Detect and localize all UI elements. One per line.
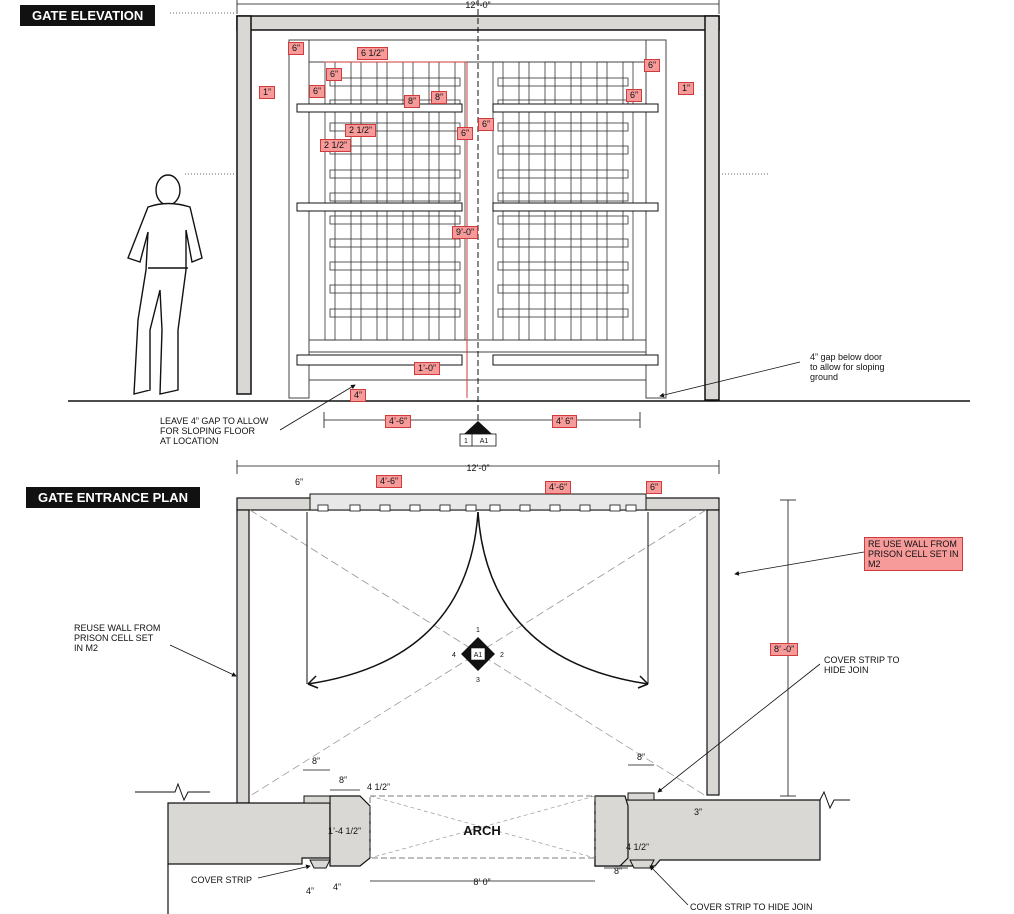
tag-6-top-left: 6”	[288, 42, 305, 55]
scale-figure	[127, 174, 203, 395]
marker-ref: A1	[480, 438, 489, 445]
plan-dim-8-left2: 8”	[339, 775, 347, 785]
lattice-right	[492, 61, 634, 341]
tag-4: 4”	[350, 389, 367, 402]
tag-8-b: 8”	[431, 91, 448, 104]
plan-dim-8-left: 8”	[312, 756, 320, 766]
arch-label: ARCH	[463, 823, 501, 838]
tag-6-a: 6”	[326, 68, 343, 81]
plan-tag-4-6-left: 4’-6”	[376, 475, 403, 488]
tag-4-6-left: 4’-6”	[385, 415, 412, 428]
tag-2half-b: 2 1/2”	[320, 139, 352, 152]
tag-6-d: 6”	[478, 118, 495, 131]
plan-tag-reuse-right: RE USE WALL FROM PRISON CELL SET IN M2	[864, 537, 963, 571]
compass-e: 2	[500, 652, 504, 659]
plan-dim-3: 3”	[694, 807, 702, 817]
compass-n: 1	[476, 627, 480, 634]
compass-s: 3	[476, 677, 480, 684]
plan-overall-width: 12’-0”	[466, 463, 489, 473]
plan-tag-6-left: 6”	[295, 477, 304, 487]
tag-6-b: 6”	[309, 85, 326, 98]
elevation-title: GATE ELEVATION	[20, 5, 156, 26]
plan-tag-6-right: 6”	[646, 481, 663, 494]
note-cover-strip-bottom: COVER STRIP TO HIDE JOIN	[690, 902, 813, 912]
tag-1-right: 1”	[678, 82, 695, 95]
tag-2half-a: 2 1/2”	[345, 124, 377, 137]
note-leave-gap: LEAVE 4” GAP TO ALLOW FOR SLOPING FLOOR …	[160, 416, 269, 446]
elevation-view	[68, 0, 970, 447]
plan-dim-8-right2: 8”	[614, 866, 622, 876]
compass-center: A1	[474, 652, 483, 659]
plan-tag-4-6-right: 4’-6”	[545, 481, 572, 494]
marker-number: 1	[464, 438, 468, 445]
plan-dim-4half-left: 4 1/2”	[367, 782, 390, 792]
plan-view	[135, 460, 865, 914]
elev-overall-width: 12’ -0”	[465, 0, 490, 10]
tag-1-left: 1”	[259, 86, 276, 99]
plan-dim-8-0: 8’ 0”	[473, 877, 490, 887]
note-cover-strip: COVER STRIP	[191, 875, 253, 885]
plan-dim-4half-right: 4 1/2”	[626, 842, 649, 852]
tag-1-0: 1’-0”	[414, 362, 441, 375]
tag-8-a: 8”	[404, 95, 421, 108]
plan-title: GATE ENTRANCE PLAN	[26, 487, 200, 508]
plan-tag-8-0: 8’ -0”	[770, 643, 799, 656]
compass-w: 4	[452, 652, 456, 659]
tag-4-6-right: 4’ 6”	[552, 415, 578, 428]
tag-6-half: 6 1/2”	[357, 47, 389, 60]
note-gap-below-door: 4” gap below door to allow for sloping g…	[810, 352, 885, 382]
note-cover-strip-top: COVER STRIP TO HIDE JOIN	[824, 655, 900, 675]
note-reuse-left: REUSE WALL FROM PRISON CELL SET IN M2	[74, 623, 161, 653]
plan-dim-8-right: 8”	[637, 752, 645, 762]
tag-6-right-top: 6”	[644, 59, 661, 72]
plan-dim-14half: 1’-4 1/2”	[328, 826, 361, 836]
tag-6-c: 6”	[457, 127, 474, 140]
tag-6-right: 6”	[626, 89, 643, 102]
tag-9-0: 9’-0”	[452, 226, 479, 239]
plan-dim-4-a: 4”	[306, 886, 314, 896]
plan-dim-4-b: 4”	[333, 882, 341, 892]
